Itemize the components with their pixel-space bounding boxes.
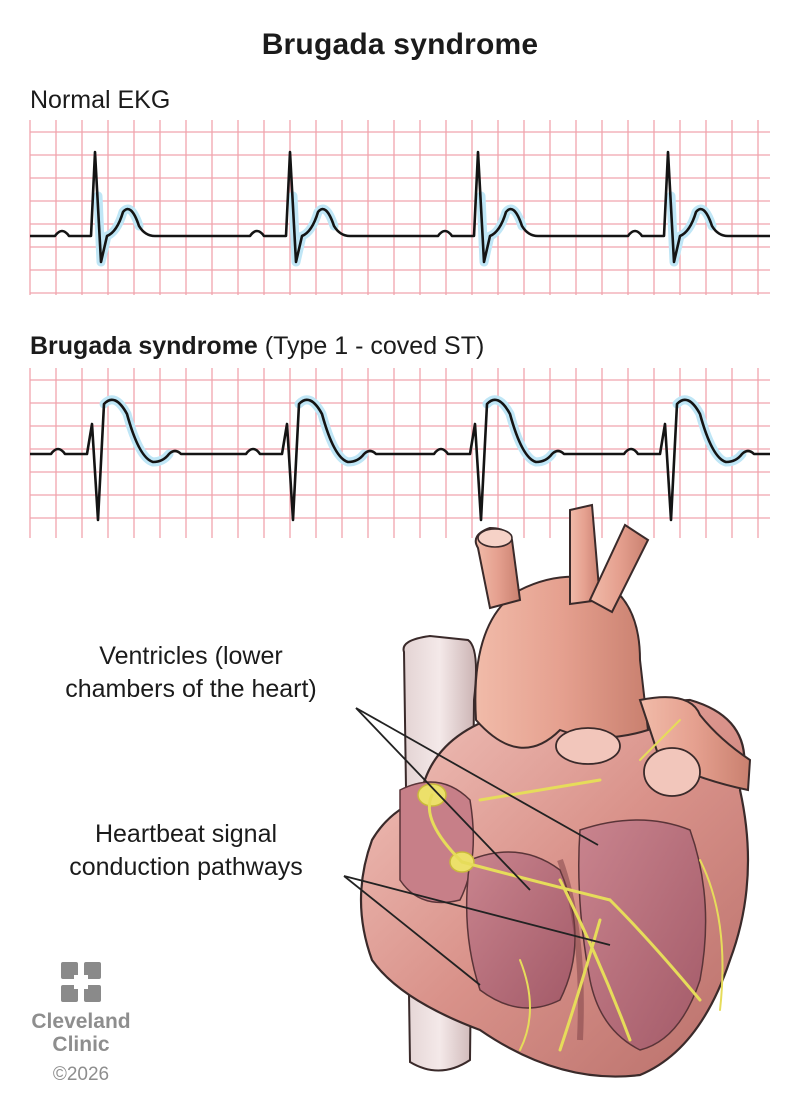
normal-ekg-strip: [29, 120, 770, 295]
normal-ekg-grid: [29, 120, 770, 295]
aorta-branch-3: [588, 523, 650, 614]
ventricles-callout-line2: chambers of the heart): [65, 675, 317, 703]
logo-mark-icon: [61, 962, 101, 1002]
brugada-label-bold: Brugada syndrome: [30, 332, 258, 360]
logo-name-line1: Cleveland: [31, 1010, 131, 1033]
aortic-opening: [555, 727, 621, 765]
ventricles-callout: Ventricles (lower chambers of the heart): [26, 640, 356, 706]
pulmonary-opening: [643, 747, 701, 797]
normal-ekg-trace: [30, 150, 770, 264]
brugada-ekg-highlight: [99, 395, 747, 467]
brugada-ekg-strip: [29, 368, 770, 538]
cleveland-clinic-logo: Cleveland Clinic ©2026: [26, 962, 136, 1086]
pathways-callout-line2: conduction pathways: [69, 853, 303, 881]
pathways-callout-line1: Heartbeat signal: [94, 820, 278, 848]
heart-illustration: [343, 503, 752, 1078]
brugada-ekg-trace: [30, 398, 770, 522]
aortic-arch: [474, 575, 650, 749]
pathways-callout: Heartbeat signal conduction pathways: [26, 818, 346, 884]
ventricles-callout-line1: Ventricles (lower: [99, 642, 283, 670]
conduction-system: [417, 719, 724, 1052]
logo-name-line2: Clinic: [52, 1033, 110, 1056]
septum: [557, 858, 584, 1041]
brugada-label-type: (Type 1 - coved ST): [257, 332, 485, 360]
normal-ekg-highlight: [93, 191, 717, 267]
brugada-ekg-label: Brugada syndrome (Type 1 - coved ST): [30, 332, 484, 361]
page-title: Brugada syndrome: [261, 28, 539, 61]
right-ventricle: [465, 851, 576, 1009]
normal-ekg-label: Normal EKG: [30, 86, 171, 114]
aorta-branch-1-opening: [477, 528, 513, 548]
callout-leader-lines: [343, 707, 611, 986]
copyright: ©2026: [52, 1064, 110, 1085]
